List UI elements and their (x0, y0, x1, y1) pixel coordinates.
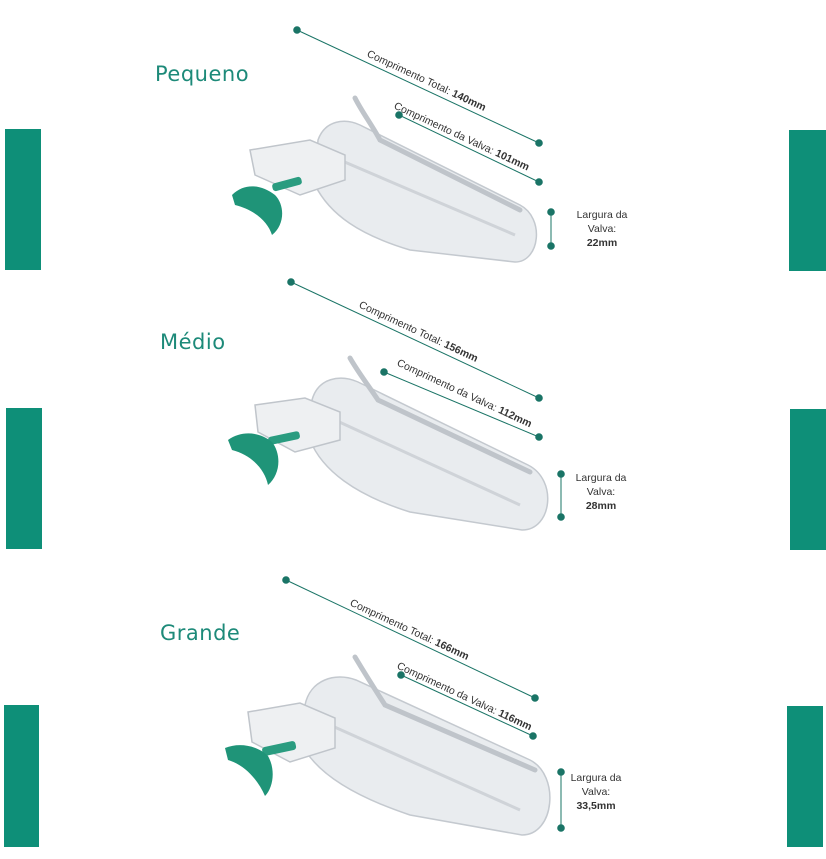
left-accent-bar-1 (5, 129, 41, 270)
valve-width-value: 22mm (586, 237, 618, 249)
size-title-medio: Médio (160, 330, 226, 354)
valve-width-text-1: Largura da (570, 772, 622, 784)
valve-width-text-2: Valva: (581, 786, 611, 798)
valve-width-text-1: Largura da (575, 472, 627, 484)
valve-width-text-2: Valva: (586, 486, 616, 498)
valve-width-label-grande: Largura da Valva: 33,5mm (561, 771, 631, 813)
valve-width-text-2: Valva: (587, 223, 617, 235)
valve-width-text-1: Largura da (576, 209, 628, 221)
valve-width-label-medio: Largura da Valva: 28mm (566, 471, 636, 513)
speculum-small-image (232, 95, 537, 263)
right-accent-bar-3 (787, 706, 823, 847)
right-accent-bar-2 (790, 409, 826, 550)
size-title-grande: Grande (160, 621, 241, 645)
size-title-pequeno: Pequeno (155, 62, 250, 86)
speculum-large-image (225, 654, 551, 836)
valve-width-label-pequeno: Largura da Valva: 22mm (567, 208, 637, 250)
valve-width-value: 28mm (585, 500, 617, 512)
speculum-medium-image (228, 355, 549, 531)
valve-width-value: 33,5mm (576, 800, 616, 812)
left-accent-bar-2 (6, 408, 42, 549)
left-accent-bar-3 (4, 705, 39, 847)
right-accent-bar-1 (789, 130, 826, 271)
